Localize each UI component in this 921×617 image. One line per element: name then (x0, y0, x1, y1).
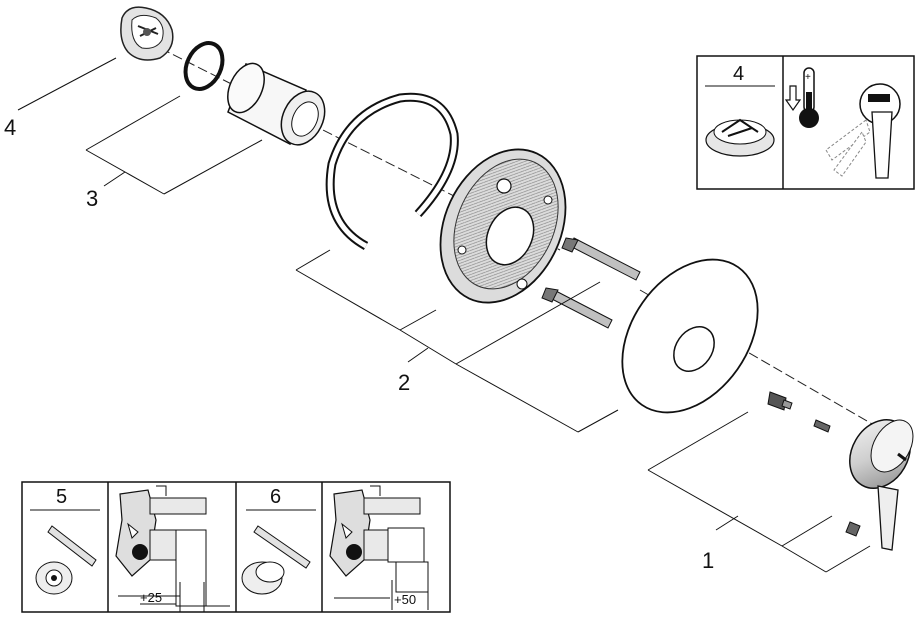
dimension-plus-25: +25 (140, 590, 162, 605)
part-2-label: 2 (398, 370, 410, 395)
inset-plug-icon (705, 118, 775, 157)
set-screw (813, 419, 831, 433)
inset-top-right: 4 + (696, 55, 915, 190)
mounting-plate (439, 148, 567, 304)
dimension-plus-50: +50 (394, 592, 416, 607)
valve-body-50-icon (329, 485, 429, 610)
long-extension-sleeve-icon (241, 561, 285, 595)
adapter-fitting (767, 391, 793, 411)
extension-rod-icon (47, 525, 97, 567)
inset-number-6: 6 (270, 486, 281, 508)
long-screws (541, 237, 641, 329)
part-3-bracket (85, 95, 263, 195)
long-extension-rod-icon (253, 525, 311, 569)
part-4-leader (17, 57, 117, 111)
handle-rotation-icon (825, 83, 901, 179)
inset-number-5: 5 (56, 486, 67, 508)
part-2-bracket (295, 249, 619, 433)
down-arrow-icon (784, 85, 802, 112)
plug-part (120, 6, 174, 61)
svg-text:+: + (805, 72, 811, 83)
part-4-label: 4 (4, 115, 16, 140)
part-1-bracket (647, 411, 871, 573)
split-ring (325, 92, 459, 250)
inset-top-number: 4 (733, 63, 744, 85)
escutcheon-disc (621, 258, 759, 414)
lever-handle (845, 419, 914, 551)
part-1-label: 1 (702, 548, 714, 573)
part-3-label: 3 (86, 186, 98, 211)
valve-body-25-icon (115, 485, 230, 612)
o-ring (183, 41, 225, 91)
sleeve-part (227, 62, 326, 146)
inset-bottom-left: 5 +25 6 (21, 481, 451, 613)
thermometer-icon: + (799, 67, 819, 128)
extension-cartridge-icon (35, 561, 73, 595)
